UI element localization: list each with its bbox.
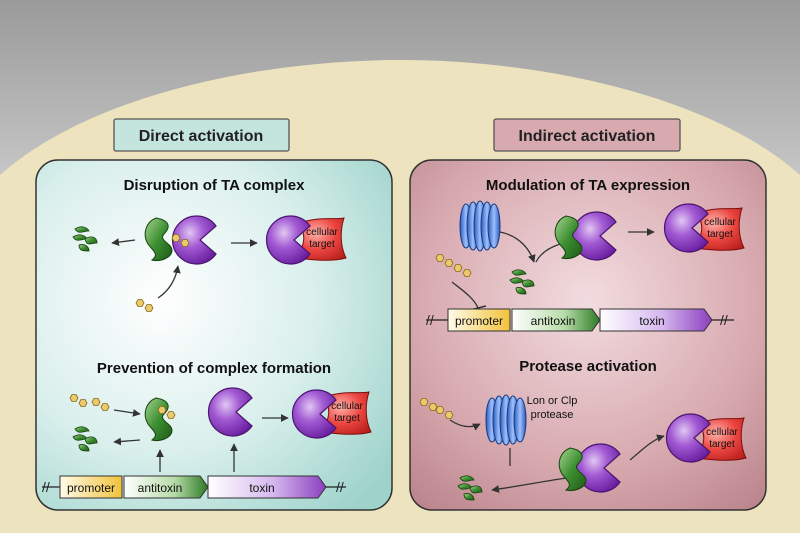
antitoxin-gene-arrow-icon	[123, 475, 209, 499]
cellular-target-icon: cellular target	[295, 217, 347, 261]
promoter-label: promoter	[67, 481, 115, 495]
protease-activation-heading: Protease activation	[519, 358, 657, 375]
track-break-icon: //	[336, 479, 344, 495]
target-label: target	[707, 229, 733, 240]
protease-label: protease	[531, 409, 574, 421]
cellular-label: cellular	[704, 217, 736, 228]
direct-activation-label: Direct activation	[139, 128, 263, 145]
gene-track-left: // promoter antitoxin toxin //	[42, 475, 346, 499]
prevention-heading: Prevention of complex formation	[97, 360, 331, 377]
promoter-box	[59, 475, 123, 499]
promoter-box	[447, 308, 511, 332]
toxin-gene-arrow-icon	[599, 308, 713, 332]
target-label: target	[709, 439, 735, 450]
cellular-label: cellular	[706, 427, 738, 438]
toxin-gene-label: toxin	[639, 314, 664, 328]
cellular-target-icon: cellular target	[693, 207, 745, 251]
cellular-label: cellular	[331, 401, 363, 412]
cellular-target-icon: cellular target	[320, 391, 372, 435]
antitoxin-gene-label: antitoxin	[531, 314, 576, 328]
protease-icon	[485, 394, 527, 446]
protease-icon	[459, 200, 501, 252]
cellular-target-icon: cellular target	[695, 417, 747, 461]
target-label: target	[309, 239, 335, 250]
direct-activation-panel	[35, 159, 393, 511]
modulation-heading: Modulation of TA expression	[486, 177, 690, 194]
toxin-gene-label: toxin	[249, 481, 274, 495]
direct-activation-tag: Direct activation	[113, 118, 290, 152]
cellular-label: cellular	[306, 227, 338, 238]
gene-track-right: // promoter antitoxin toxin //	[426, 308, 734, 332]
toxin-gene-arrow-icon	[207, 475, 327, 499]
target-label: target	[334, 413, 360, 424]
promoter-label: promoter	[455, 314, 503, 328]
indirect-activation-tag: Indirect activation	[493, 118, 681, 152]
antitoxin-gene-arrow-icon	[511, 308, 601, 332]
indirect-activation-label: Indirect activation	[519, 128, 656, 145]
antitoxin-gene-label: antitoxin	[138, 481, 183, 495]
track-break-icon: //	[42, 479, 50, 495]
lon-or-clp-label: Lon or Clp	[527, 395, 578, 407]
disruption-heading: Disruption of TA complex	[124, 177, 305, 194]
track-break-icon: //	[720, 312, 728, 328]
track-break-icon: //	[426, 312, 434, 328]
